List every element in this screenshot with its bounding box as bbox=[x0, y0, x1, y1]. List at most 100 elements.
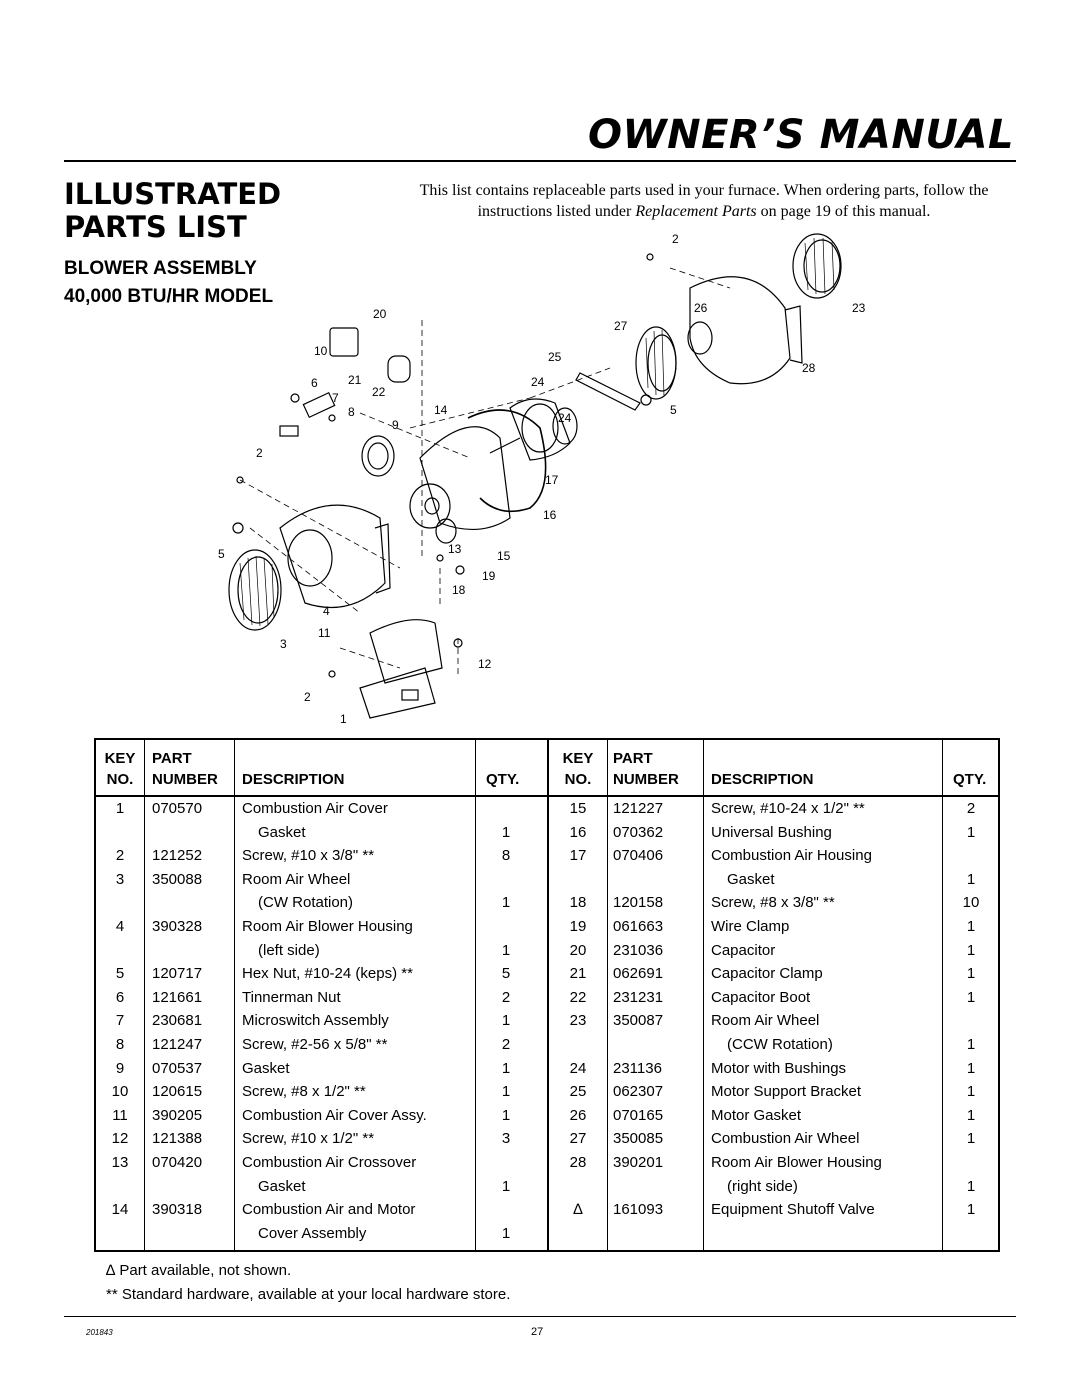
part-number-cell: 062691 bbox=[613, 965, 664, 983]
description-cell: Screw, #10 x 1/2" ** bbox=[242, 1130, 375, 1148]
diagram-label-14: 14 bbox=[434, 403, 448, 417]
diagram-label-19: 19 bbox=[482, 569, 496, 583]
header-divider bbox=[64, 160, 1016, 162]
key-cell: 6 bbox=[115, 988, 125, 1006]
description-cell: Room Air Blower Housing bbox=[711, 1154, 882, 1171]
qty-cell: 2 bbox=[966, 800, 976, 817]
diagram-label-24b: 24 bbox=[558, 411, 572, 425]
footnote-standard-hardware: ** Standard hardware, available at your … bbox=[106, 1286, 511, 1303]
diagram-label-13: 13 bbox=[448, 542, 462, 556]
part-number-cell: 121227 bbox=[613, 800, 664, 817]
description-cell: Screw, #8 x 3/8" ** bbox=[711, 894, 835, 912]
part-number-cell: 350088 bbox=[152, 870, 203, 888]
description-cell: Gasket bbox=[242, 1059, 290, 1077]
description-cell: Screw, #10-24 x 1/2" ** bbox=[711, 800, 865, 817]
description-cell: Motor Support Bracket bbox=[711, 1083, 862, 1101]
part-number-cell: 161093 bbox=[613, 1201, 664, 1219]
part-number-cell: 121388 bbox=[152, 1130, 203, 1148]
description-cell: Motor Gasket bbox=[711, 1106, 802, 1124]
diagram-label-8: 8 bbox=[348, 405, 355, 419]
diagram-label-20: 20 bbox=[373, 307, 387, 321]
part-number-cell: 062307 bbox=[613, 1083, 664, 1101]
diagram-label-6: 6 bbox=[311, 376, 318, 390]
description-cell: Capacitor Clamp bbox=[711, 965, 823, 983]
diagram-label-24a: 24 bbox=[531, 375, 545, 389]
diagram-label-18: 18 bbox=[452, 583, 466, 597]
qty-cell: 1 bbox=[501, 1224, 511, 1242]
qty-cell: 1 bbox=[501, 894, 511, 912]
description-cell: (CW Rotation) bbox=[258, 894, 354, 912]
part-number-cell: 350087 bbox=[613, 1012, 664, 1030]
qty-cell: 1 bbox=[501, 1012, 511, 1030]
footer-divider bbox=[64, 1316, 1016, 1317]
key-cell: 23 bbox=[569, 1012, 587, 1030]
header-qty: QTY. bbox=[953, 771, 987, 788]
subtitle-line-2: 40,000 BTU/HR MODEL bbox=[64, 286, 274, 307]
description-cell: Screw, #2-56 x 5/8" ** bbox=[242, 1036, 388, 1053]
diagram-label-4: 4 bbox=[323, 604, 330, 618]
key-cell: 16 bbox=[569, 823, 587, 841]
part-number-cell: 070406 bbox=[613, 847, 664, 865]
diagram-label-9: 9 bbox=[392, 418, 399, 432]
qty-cell: 10 bbox=[962, 894, 980, 912]
qty-cell: 1 bbox=[966, 870, 976, 888]
description-cell: Room Air Blower Housing bbox=[242, 918, 413, 935]
qty-cell: 1 bbox=[966, 1201, 976, 1219]
diagram-label-23: 23 bbox=[852, 301, 866, 315]
key-cell: 7 bbox=[115, 1012, 125, 1030]
part-number-cell: 390205 bbox=[152, 1106, 203, 1124]
key-cell: 24 bbox=[569, 1059, 587, 1077]
column-divider bbox=[607, 740, 608, 1250]
section-title: ILLUSTRATED PARTS LIST bbox=[64, 178, 281, 244]
part-number-cell: 070537 bbox=[152, 1059, 203, 1077]
key-cell: 2 bbox=[115, 847, 125, 865]
part-number-cell: 120615 bbox=[152, 1083, 203, 1101]
part-number-cell: 390201 bbox=[613, 1154, 664, 1171]
description-cell: Combustion Air Cover bbox=[242, 800, 388, 817]
qty-cell: 1 bbox=[966, 918, 976, 935]
diagram-label-25: 25 bbox=[548, 350, 562, 364]
diagram-label-28: 28 bbox=[802, 361, 816, 375]
part-number-cell: 061663 bbox=[613, 918, 664, 935]
key-cell: 14 bbox=[111, 1201, 129, 1219]
part-number-cell: 121252 bbox=[152, 847, 203, 865]
diagram-label-12: 12 bbox=[478, 657, 492, 671]
description-cell: Combustion Air Crossover bbox=[242, 1154, 417, 1171]
section-title-line-1: ILLUSTRATED bbox=[64, 177, 282, 211]
description-cell: (right side) bbox=[727, 1177, 798, 1195]
diagram-label-2c: 2 bbox=[672, 232, 679, 246]
description-cell: Combustion Air Cover Assy. bbox=[242, 1106, 427, 1124]
column-divider bbox=[144, 740, 145, 1250]
description-cell: Gasket bbox=[727, 870, 775, 888]
key-cell: 1 bbox=[115, 800, 125, 817]
qty-cell: 1 bbox=[501, 1083, 511, 1101]
qty-cell: 1 bbox=[966, 1106, 976, 1124]
manual-title: OWNER’S MANUAL bbox=[587, 112, 1014, 158]
description-cell: Room Air Wheel bbox=[711, 1012, 820, 1030]
description-cell: Screw, #8 x 1/2" ** bbox=[242, 1083, 366, 1101]
key-cell: 21 bbox=[569, 965, 587, 983]
key-cell: 3 bbox=[115, 870, 125, 888]
part-number-cell: 231231 bbox=[613, 988, 664, 1006]
qty-cell: 1 bbox=[966, 1130, 976, 1148]
qty-cell: 1 bbox=[966, 1059, 976, 1077]
qty-cell: 1 bbox=[966, 941, 976, 959]
key-cell: 27 bbox=[569, 1130, 587, 1148]
document-code: 201843 bbox=[86, 1328, 113, 1337]
description-cell: Capacitor Boot bbox=[711, 988, 811, 1006]
qty-cell: 1 bbox=[501, 941, 511, 959]
header-qty: QTY. bbox=[486, 771, 520, 788]
diagram-label-5a: 5 bbox=[218, 547, 225, 561]
intro-reference-link-text: Replacement Parts bbox=[635, 203, 757, 220]
section-subtitle: BLOWER ASSEMBLY 40,000 BTU/HR MODEL bbox=[64, 255, 273, 311]
part-number-cell: 120158 bbox=[613, 894, 664, 912]
diagram-label-11: 11 bbox=[318, 626, 331, 640]
qty-cell: 1 bbox=[966, 965, 976, 983]
qty-cell: 1 bbox=[501, 1059, 511, 1077]
part-number-cell: 350085 bbox=[613, 1130, 664, 1148]
key-cell: 20 bbox=[569, 941, 587, 959]
